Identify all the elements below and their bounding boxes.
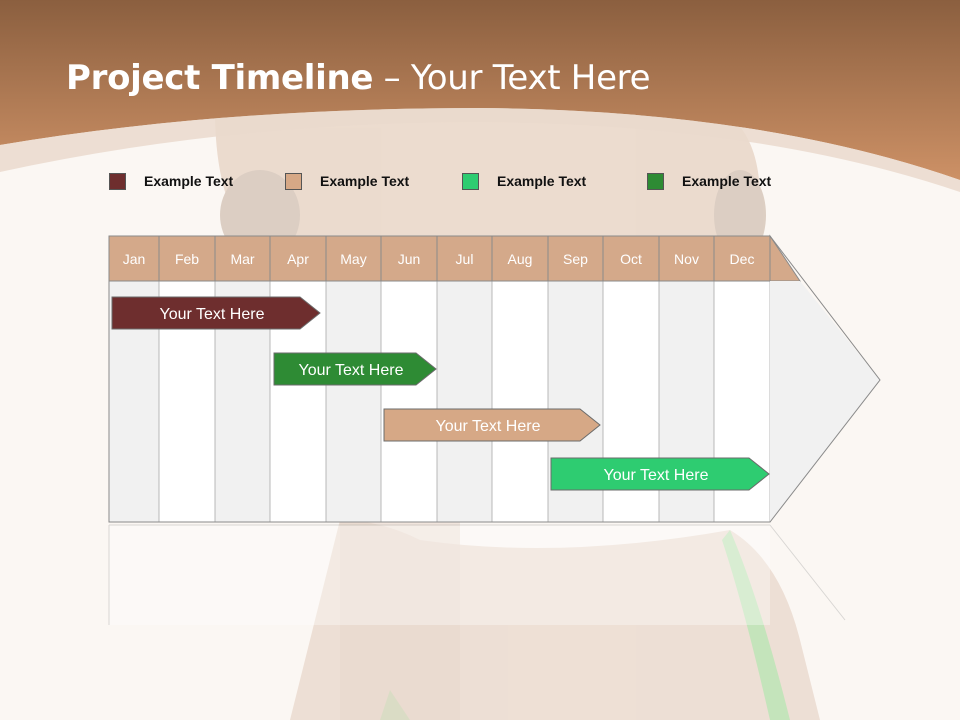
month-header-nov [658,235,715,282]
month-column-may [325,280,382,523]
month-header-jun [380,235,438,282]
month-label-jan: Jan [123,251,146,267]
legend-item-4: Example Text [647,171,771,191]
timeline-bar-label-3: Your Text Here [436,418,541,435]
month-label-feb: Feb [175,251,199,267]
month-label-may: May [340,251,366,267]
title-rest: – Your Text Here [373,58,651,98]
month-label-mar: Mar [230,251,254,267]
background-portrait [215,98,820,720]
month-label-oct: Oct [620,251,642,267]
timeline-bar-4 [550,457,770,491]
legend-swatch-4 [647,172,664,190]
timeline-bar-label-4: Your Text Here [604,467,709,484]
timeline-bar-3 [383,408,601,442]
legend-item-1: Example Text [109,171,233,191]
month-label-jul: Jul [456,251,474,267]
page-title: Project Timeline – Your Text Here [66,58,651,98]
month-label-jun: Jun [398,251,421,267]
month-label-aug: Aug [508,251,533,267]
month-header-may [325,235,382,282]
month-label-dec: Dec [730,251,755,267]
timeline-bar-label-2: Your Text Here [299,362,404,379]
legend-item-3: Example Text [462,171,586,191]
timeline-arrow-body [770,281,880,522]
month-column-aug [491,280,549,523]
legend-label-1: Example Text [144,173,234,189]
month-header-jul [436,235,493,282]
title-bold: Project Timeline [66,58,374,98]
month-header-oct [602,235,660,282]
legend-item-2: Example Text [285,171,409,191]
legend-swatch-1 [109,172,126,190]
month-label-sep: Sep [563,251,588,267]
month-header-aug [491,235,549,282]
legend-swatch-2 [285,172,302,190]
legend-label-3: Example Text [497,173,587,189]
legend-label-4: Example Text [682,173,772,189]
month-header-dec [713,235,771,282]
timeline-arrow-head [769,234,801,282]
timeline-bar-label-1: Your Text Here [160,306,265,323]
timeline-bar-2 [273,352,437,386]
month-column-jul [436,280,493,523]
month-header-jan [108,235,160,282]
timeline-bar-1 [111,296,321,330]
timeline-outline [108,235,881,523]
legend-label-2: Example Text [320,173,410,189]
legend-swatch-3 [462,172,479,190]
month-label-apr: Apr [287,251,309,267]
month-header-sep [547,235,604,282]
month-header-apr [269,235,327,282]
month-label-nov: Nov [674,251,699,267]
timeline-reflection [108,524,846,625]
month-column-jun [380,280,438,523]
